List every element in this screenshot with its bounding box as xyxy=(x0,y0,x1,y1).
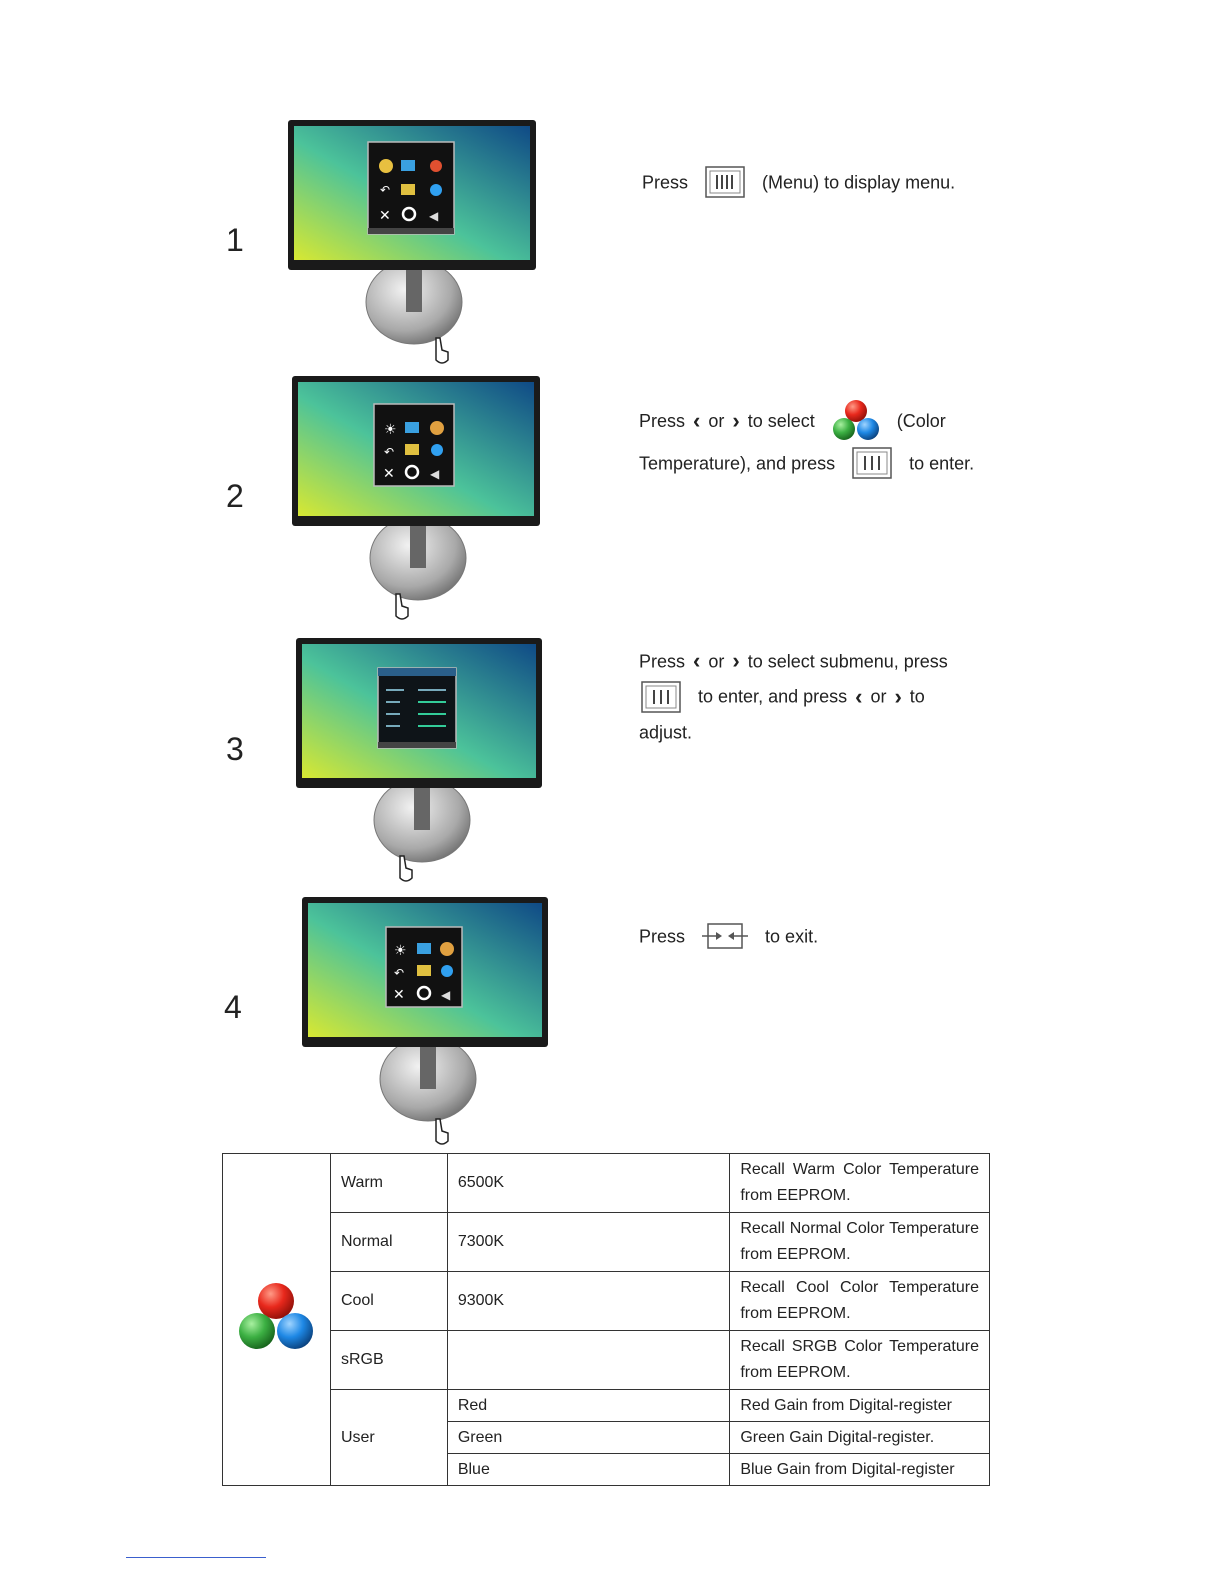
svg-text:☀: ☀ xyxy=(394,943,407,959)
description-cell: Recall SRGB Color Temperature from EEPRO… xyxy=(729,1330,990,1390)
table-row: User Red Red Gain from Digital-register xyxy=(223,1389,990,1486)
value-cell: Green xyxy=(446,1421,731,1454)
pointing-hand-icon xyxy=(395,593,409,620)
svg-text:✕: ✕ xyxy=(379,208,391,224)
mode-cell: Cool xyxy=(329,1271,448,1331)
svg-text:☀: ☀ xyxy=(384,422,397,438)
monitor-illustration-color-temp: ☀ ↶ ✕ ◀ xyxy=(292,376,540,620)
monitor-illustration-submenu xyxy=(296,638,542,882)
table-row: Blue Blue Gain from Digital-register xyxy=(223,1453,990,1486)
step-3-instruction: Press‹or›to select submenu, press to ent… xyxy=(639,643,948,749)
value-cell: Red xyxy=(446,1389,731,1422)
description-cell: Green Gain Digital-register. xyxy=(729,1421,990,1454)
footer-divider xyxy=(126,1557,266,1558)
step-4-instruction: Press to exit. xyxy=(639,918,818,953)
svg-text:◀: ◀ xyxy=(429,209,439,223)
mode-cell: Normal xyxy=(329,1212,448,1272)
color-temperature-icon xyxy=(239,1283,314,1349)
pointing-hand-icon xyxy=(435,1118,449,1145)
svg-text:◀: ◀ xyxy=(430,467,440,481)
menu-button-icon xyxy=(852,447,892,479)
pointing-hand-icon xyxy=(435,337,449,364)
value-cell xyxy=(446,1330,731,1390)
menu-button-icon xyxy=(641,680,681,713)
monitor-illustration-menu: ↶ ✕ ◀ xyxy=(288,120,536,364)
svg-text:↶: ↶ xyxy=(394,966,404,980)
step-number-2: 2 xyxy=(226,478,244,514)
chevron-left-icon: ‹ xyxy=(693,648,701,674)
description-cell: Recall Cool Color Temperature from EEPRO… xyxy=(729,1271,990,1331)
chevron-right-icon: › xyxy=(732,408,740,433)
color-temperature-icon-cell xyxy=(222,1153,331,1486)
value-cell: Blue xyxy=(446,1453,731,1486)
table-row: Cool 9300K Recall Cool Color Temperature… xyxy=(223,1271,990,1331)
value-cell: 9300K xyxy=(446,1271,731,1331)
chevron-left-icon: ‹ xyxy=(693,408,701,433)
value-cell: 7300K xyxy=(446,1212,731,1272)
description-cell: Recall Normal Color Temperature from EEP… xyxy=(729,1212,990,1272)
step-number-3: 3 xyxy=(226,731,244,767)
step-1-instruction: Press (Menu) to display menu. xyxy=(642,164,955,199)
pointing-hand-icon xyxy=(399,855,413,882)
mode-cell: Warm xyxy=(329,1153,448,1213)
svg-text:↶: ↶ xyxy=(384,445,394,459)
svg-text:✕: ✕ xyxy=(383,466,395,482)
step-number-1: 1 xyxy=(226,222,244,258)
color-temperature-table: Warm 6500K Recall Warm Color Temperature… xyxy=(222,1153,990,1486)
menu-button-icon xyxy=(705,166,745,198)
svg-text:◀: ◀ xyxy=(441,988,451,1002)
table-row: Normal 7300K Recall Normal Color Tempera… xyxy=(223,1212,990,1272)
description-cell: Recall Warm Color Temperature from EEPRO… xyxy=(729,1153,990,1213)
svg-text:↶: ↶ xyxy=(380,183,390,197)
step-number-4: 4 xyxy=(224,989,242,1025)
color-temperature-icon xyxy=(832,400,879,440)
exit-button-icon xyxy=(702,923,749,949)
table-row: Green Green Gain Digital-register. xyxy=(223,1421,990,1454)
monitor-illustration-exit: ☀ ↶ ✕ ◀ xyxy=(302,897,548,1145)
svg-text:✕: ✕ xyxy=(393,987,405,1003)
step-2-instruction: Press‹or›to select (Color Temperature), … xyxy=(639,398,974,481)
value-cell: 6500K xyxy=(446,1153,731,1213)
description-cell: Blue Gain from Digital-register xyxy=(729,1453,990,1486)
chevron-right-icon: › xyxy=(894,683,902,709)
table-row: Warm 6500K Recall Warm Color Temperature… xyxy=(222,1153,990,1486)
mode-cell: sRGB xyxy=(329,1330,448,1390)
description-cell: Red Gain from Digital-register xyxy=(729,1389,990,1422)
chevron-left-icon: ‹ xyxy=(855,683,863,709)
chevron-right-icon: › xyxy=(732,648,740,674)
mode-cell: User xyxy=(329,1389,448,1486)
table-row: sRGB Recall SRGB Color Temperature from … xyxy=(223,1330,990,1390)
